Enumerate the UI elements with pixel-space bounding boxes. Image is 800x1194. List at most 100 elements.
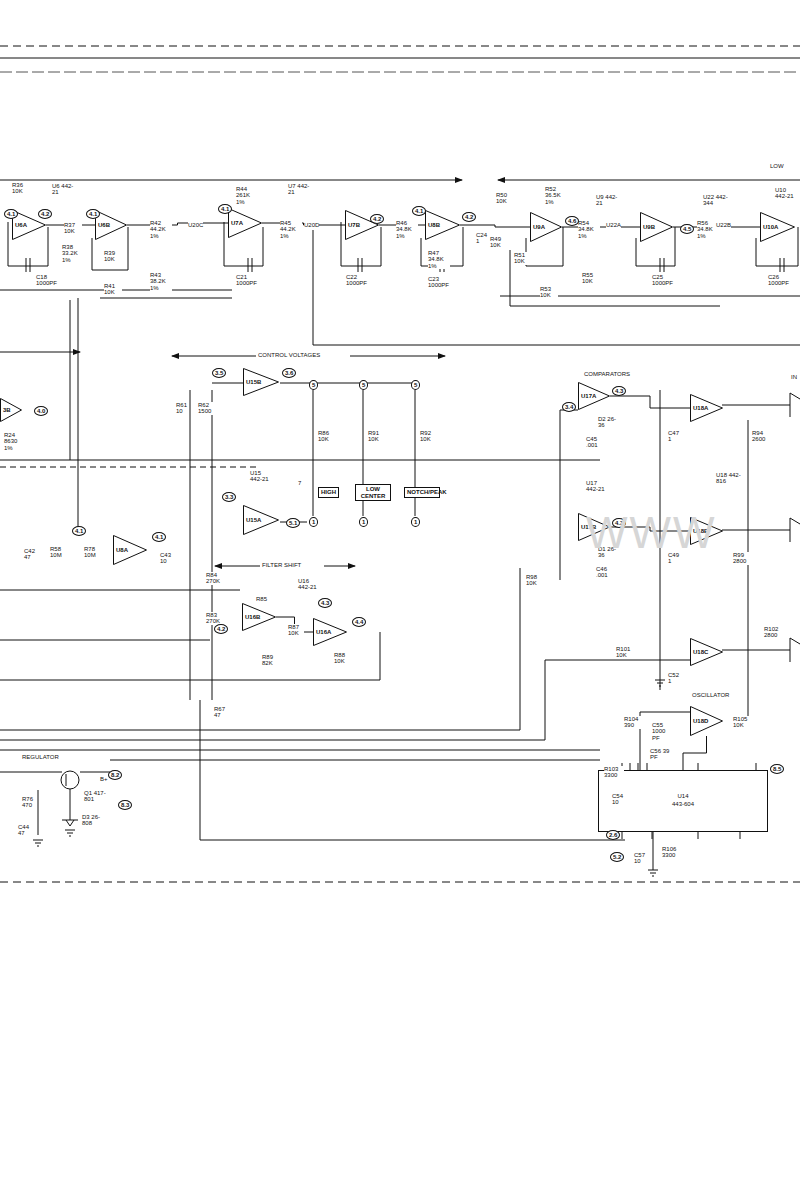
component-label: C46 .001 bbox=[596, 566, 614, 579]
component-label: U7 442-21 bbox=[288, 183, 310, 196]
part-number: 443-604 bbox=[672, 801, 694, 809]
part-name: U7B bbox=[348, 222, 360, 228]
part-name: U16A bbox=[316, 629, 331, 635]
component-label: U22A bbox=[606, 222, 621, 228]
component-label: R106 3300 bbox=[662, 846, 682, 859]
opamp-symbol: U9A bbox=[530, 212, 562, 242]
component-label: R85 bbox=[256, 596, 267, 602]
component-label: R76 470 bbox=[22, 796, 36, 809]
test-point: 1 bbox=[309, 517, 318, 527]
component-label: R46 34.8K 1% bbox=[396, 220, 418, 239]
part-name: U17A bbox=[581, 393, 596, 399]
component-label: R43 38.2K 1% bbox=[150, 272, 172, 291]
component-label: LOW bbox=[770, 163, 784, 169]
watermark: WWW bbox=[586, 508, 717, 558]
component-label: C25 1000PF bbox=[652, 274, 674, 287]
test-point: 5.2 bbox=[610, 852, 624, 862]
component-label: C55 1000 PF bbox=[652, 722, 674, 741]
component-label: R47 34.8K 1% bbox=[428, 250, 450, 269]
component-label: R52 36.5K 1% bbox=[545, 186, 569, 205]
component-label: R61 10 bbox=[176, 402, 188, 415]
component-label: FILTER SHIFT bbox=[262, 562, 301, 568]
part-name: U18D bbox=[693, 718, 708, 724]
part-name: U10A bbox=[763, 224, 778, 230]
component-label: REGULATOR bbox=[22, 754, 59, 760]
component-label: U10 442-21 bbox=[775, 187, 797, 200]
part-name: U16B bbox=[245, 614, 260, 620]
component-label: R105 10K bbox=[733, 716, 751, 729]
test-point: 4.4 bbox=[352, 617, 366, 627]
component-label: R86 10K bbox=[318, 430, 334, 443]
component-label: C26 1000PF bbox=[768, 274, 794, 287]
component-label: U16 442-21 bbox=[298, 578, 322, 591]
test-point: 4.2 bbox=[38, 209, 52, 219]
opamp-symbol: U15B bbox=[243, 368, 279, 396]
opamp-symbol: U9B bbox=[640, 212, 673, 242]
test-point: 4.2 bbox=[370, 214, 384, 224]
component-label: U15 442-21 bbox=[250, 470, 272, 483]
component-label: R67 47 bbox=[214, 706, 228, 719]
part-name: U15A bbox=[246, 517, 261, 523]
opamp-symbol: U18A bbox=[690, 394, 723, 422]
signal-wire bbox=[683, 736, 707, 770]
component-label: C45 .001 bbox=[586, 436, 604, 449]
component-label: R37 10K bbox=[64, 222, 82, 235]
component-label: R51 10K bbox=[514, 252, 532, 265]
component-label: R54 34.8K 1% bbox=[578, 220, 600, 239]
component-label: CONTROL VOLTAGES bbox=[258, 352, 320, 358]
component-label: D2 26-36 bbox=[598, 416, 618, 429]
component-label: R42 44.2K 1% bbox=[150, 220, 172, 239]
part-name: U6B bbox=[98, 222, 110, 228]
opamp-symbol: U17A bbox=[578, 382, 610, 410]
test-point: 5 bbox=[359, 380, 368, 390]
test-point: 1 bbox=[359, 517, 368, 527]
component-label: U6 442-21 bbox=[52, 183, 74, 196]
component-label: R87 10K bbox=[288, 624, 304, 637]
component-label: R98 10K bbox=[526, 574, 542, 587]
component-label: R89 82K bbox=[262, 654, 278, 667]
component-label: R101 10K bbox=[616, 646, 636, 659]
test-point: 4.1 bbox=[72, 526, 86, 536]
component-label: C21 1000PF bbox=[236, 274, 258, 287]
component-label: R44 261K 1% bbox=[236, 186, 256, 205]
test-point: 8.3 bbox=[118, 800, 132, 810]
part-name: U8B bbox=[428, 222, 440, 228]
component-label: C22 1000PF bbox=[346, 274, 368, 287]
control-tag: NOTCH/PEAK bbox=[404, 487, 440, 498]
component-label: C57 10 bbox=[634, 852, 648, 865]
control-name: HIGH bbox=[321, 489, 336, 496]
component-label: C44 47 bbox=[18, 824, 30, 837]
component-label: C23 1000PF bbox=[428, 276, 450, 289]
part-name: U8A bbox=[116, 547, 128, 553]
opamp-symbol: U18D bbox=[690, 706, 723, 736]
component-label: B+ bbox=[100, 776, 108, 782]
part-name: U9B bbox=[643, 224, 655, 230]
component-label: U22B bbox=[716, 222, 731, 228]
test-point: 4.1 bbox=[412, 206, 426, 216]
opamp-symbol: 3B bbox=[0, 398, 22, 422]
test-point: 4.0 bbox=[34, 406, 48, 416]
component-label: C54 10 bbox=[612, 793, 626, 806]
component-label: IN bbox=[791, 374, 797, 380]
test-point: 4.2 bbox=[462, 212, 476, 222]
component-label: 7 bbox=[298, 480, 301, 486]
component-label: R99 2800 bbox=[733, 552, 751, 565]
opamp-symbol: U15A bbox=[243, 505, 279, 535]
component-label: R36 10K bbox=[12, 182, 30, 195]
component-label: R41 10K bbox=[104, 283, 122, 296]
component-label: R45 44.2K 1% bbox=[280, 220, 302, 239]
component-label: R92 10K bbox=[420, 430, 436, 443]
opamp-symbol: U16B bbox=[242, 603, 276, 631]
test-point: 5 bbox=[411, 380, 420, 390]
component-label: R24 8630 1% bbox=[4, 432, 26, 451]
component-label: R53 10K bbox=[540, 286, 558, 299]
test-point: 5.1 bbox=[286, 518, 300, 528]
control-name: LOW CENTER bbox=[358, 486, 388, 499]
component-label: U9 442-21 bbox=[596, 194, 618, 207]
signal-wire bbox=[610, 396, 690, 408]
component-label: R78 10M bbox=[84, 546, 98, 559]
test-point: 3.5 bbox=[212, 368, 226, 378]
